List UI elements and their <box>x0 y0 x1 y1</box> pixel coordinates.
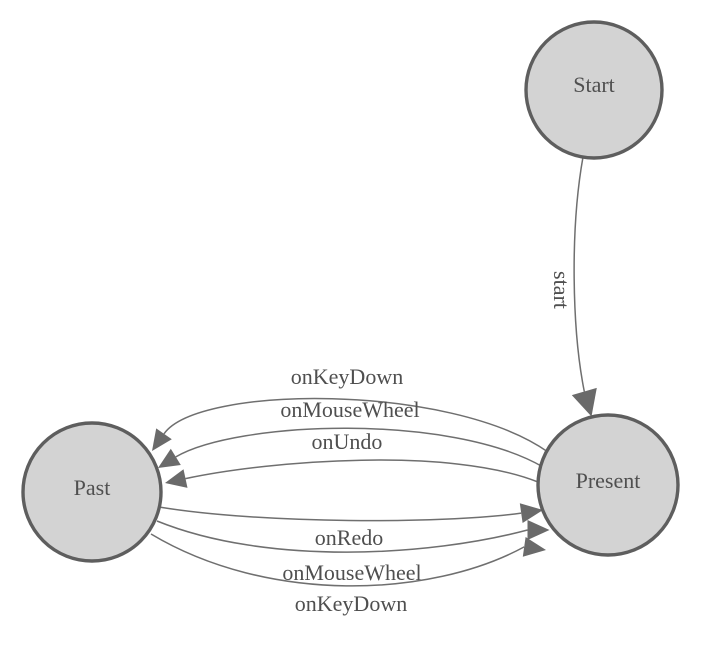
node-present-circle <box>536 413 680 557</box>
node-present: Present <box>536 413 680 557</box>
node-present-label: Present <box>576 468 641 493</box>
edge-line-onkeydown-top <box>163 397 549 453</box>
node-start-label: Start <box>573 72 615 97</box>
edge-label-onkeydown-top: onKeyDown <box>291 364 403 389</box>
edge-label-onmousewheel-top: onMouseWheel <box>280 397 419 422</box>
edge-label-start: start <box>549 271 574 309</box>
edge-label-onredo: onRedo <box>315 525 383 550</box>
edge-past-to-present-onmousewheel: onMouseWheel <box>156 520 550 585</box>
edge-present-to-past-onmousewheel: onMouseWheel <box>158 397 544 468</box>
edge-past-to-present-onredo: onRedo <box>158 503 543 550</box>
node-start: Start <box>524 20 664 160</box>
edge-present-to-past-onundo: onUndo <box>165 429 539 488</box>
arrowhead-onmousewheel-bottom <box>527 520 550 540</box>
edge-past-to-present-onkeydown: onKeyDown <box>150 533 546 616</box>
node-past-circle <box>21 421 163 563</box>
node-past: Past <box>21 421 163 563</box>
arrowhead-start-to-present <box>571 387 597 417</box>
node-start-circle <box>524 20 664 160</box>
node-past-label: Past <box>74 475 111 500</box>
edge-label-onkeydown-bottom: onKeyDown <box>295 591 407 616</box>
edge-label-onmousewheel-bottom: onMouseWheel <box>282 560 421 585</box>
edge-label-onundo: onUndo <box>312 429 383 454</box>
arrowhead-onredo <box>519 503 543 523</box>
edge-line-onkeydown-bottom <box>150 533 525 587</box>
edge-line-start <box>573 156 586 392</box>
edge-line-onredo <box>158 506 522 522</box>
edge-start-to-present: start <box>549 156 597 417</box>
arrowhead-onkeydown-bottom <box>522 537 546 557</box>
arrowhead-onkeydown-top <box>152 428 172 451</box>
edge-present-to-past-onkeydown: onKeyDown <box>152 364 549 453</box>
arrowhead-onundo <box>165 469 188 488</box>
arrowhead-onmousewheel-top <box>158 448 181 468</box>
edge-line-onmousewheel-bottom <box>156 520 528 553</box>
edge-line-onundo <box>185 459 539 483</box>
edge-line-onmousewheel-top <box>175 427 544 468</box>
